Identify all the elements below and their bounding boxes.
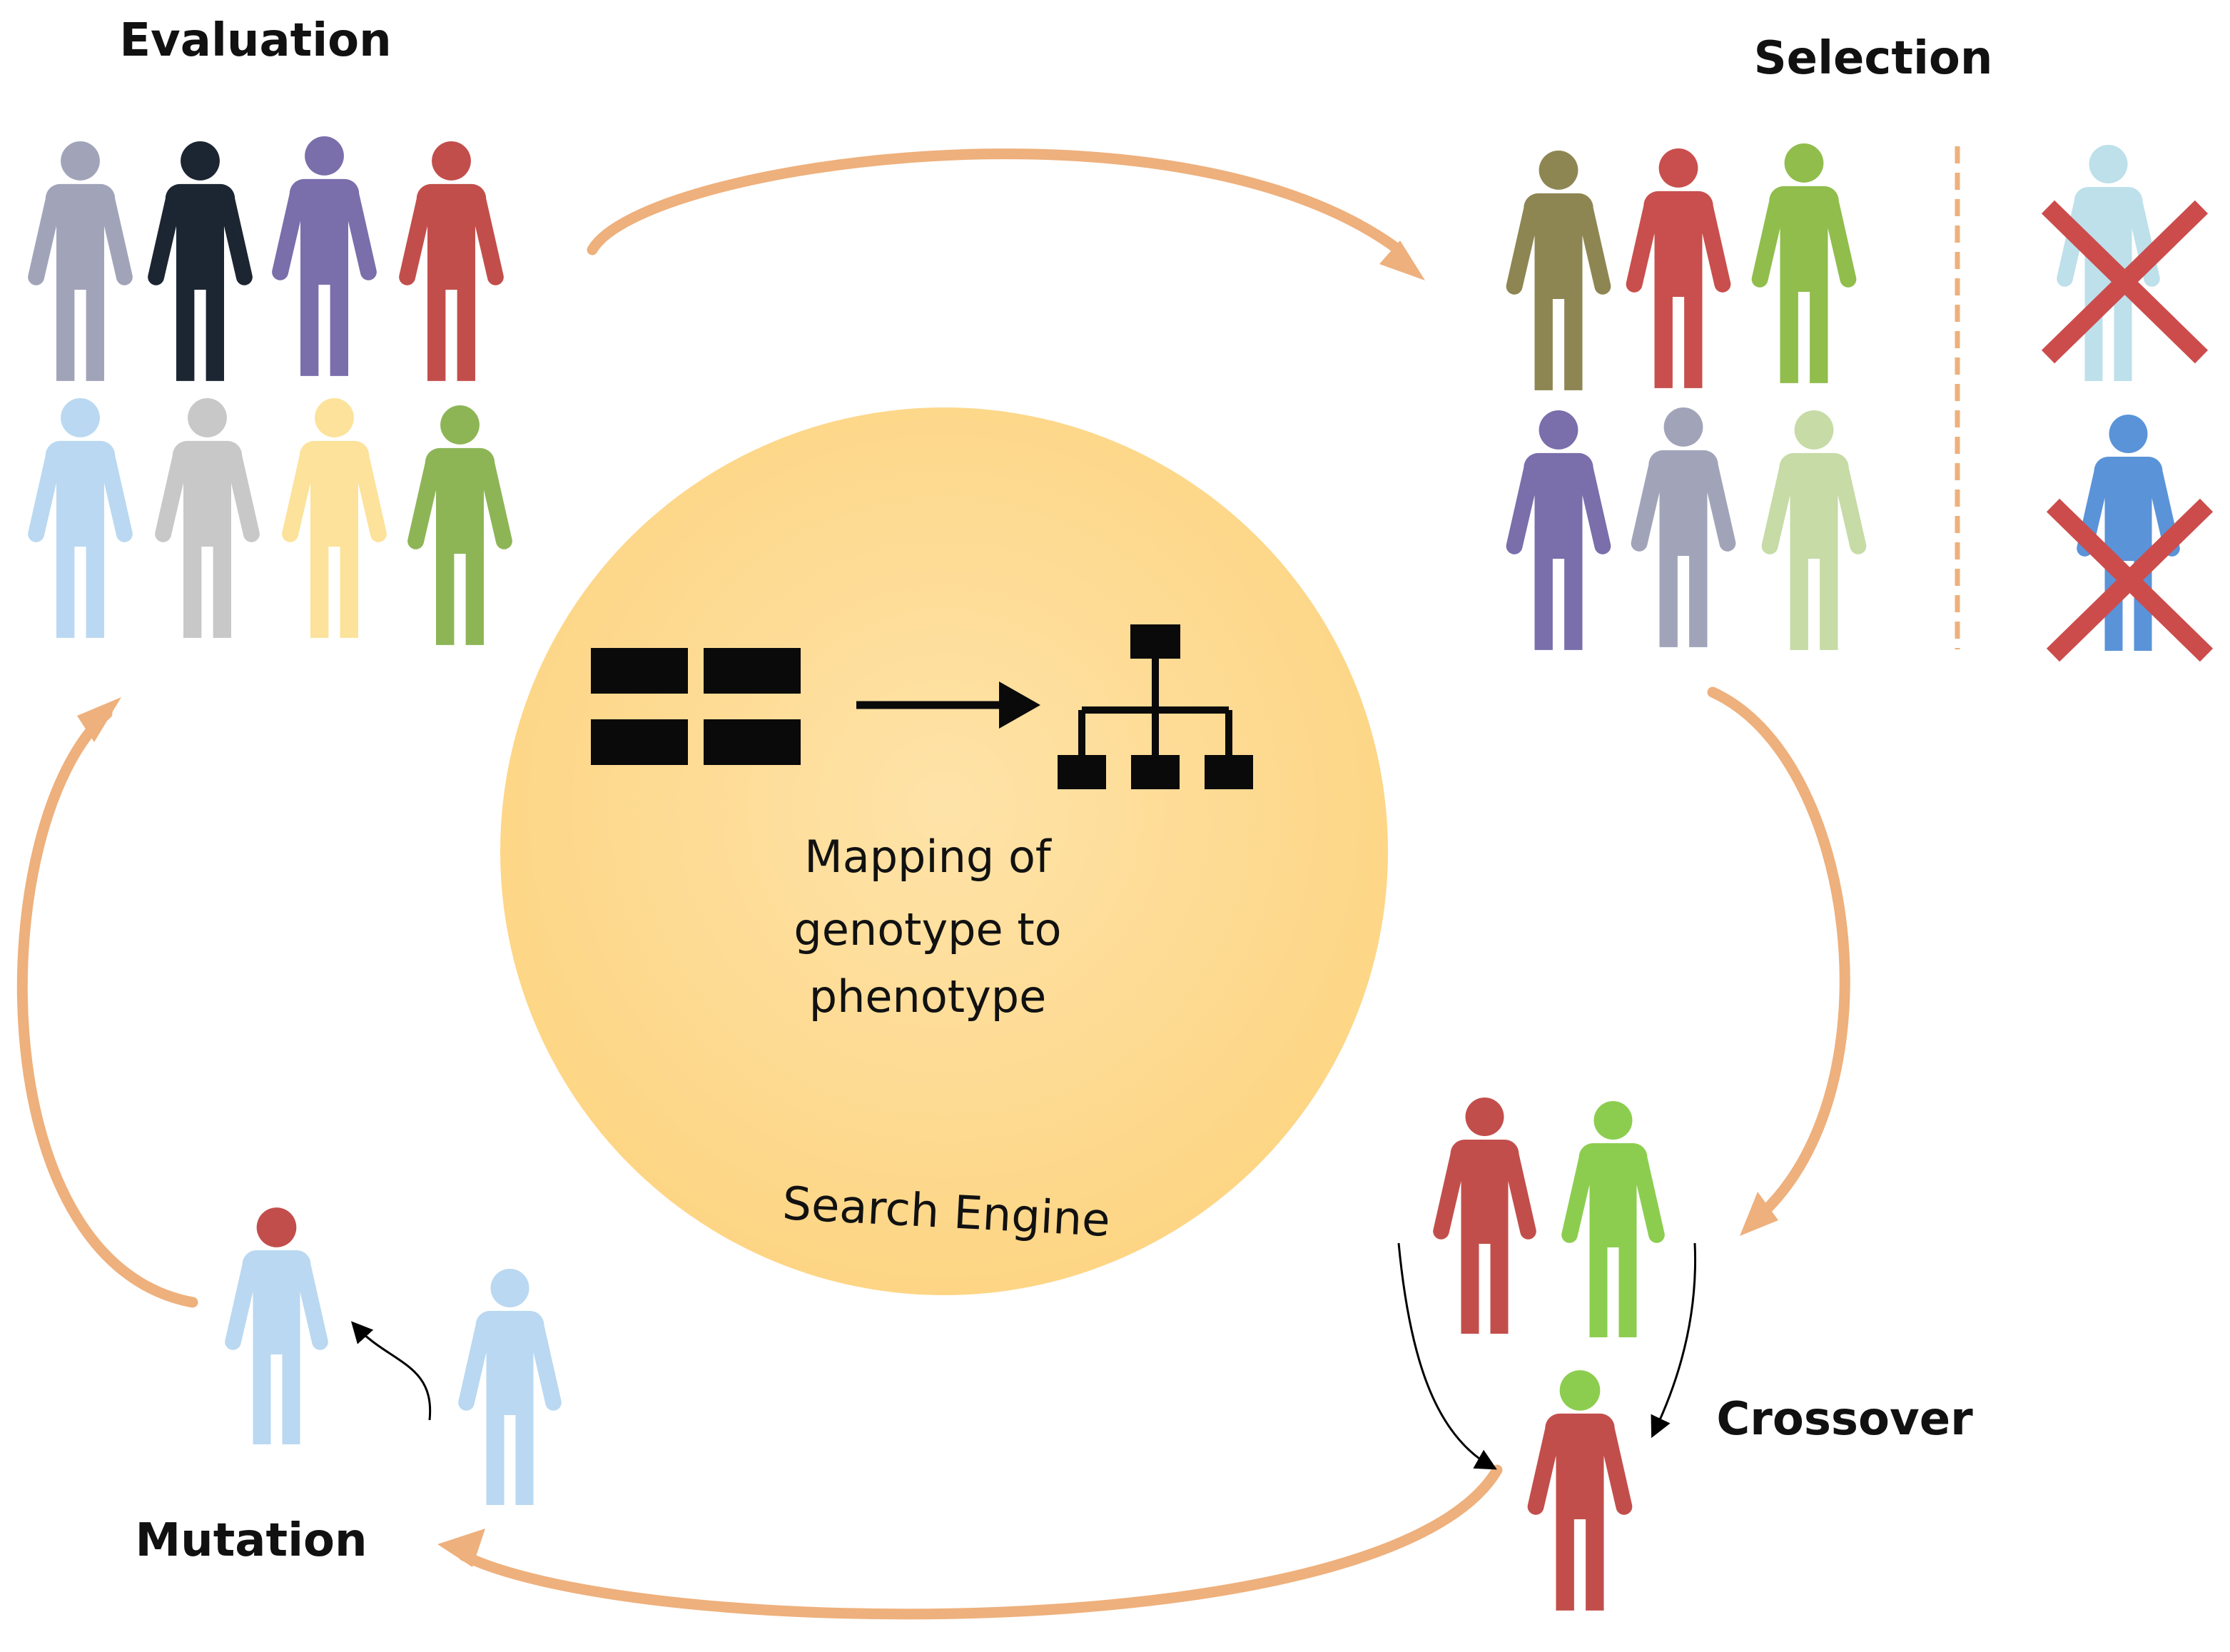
mutation-person — [458, 1269, 562, 1505]
selection-kept-population — [1506, 143, 1867, 650]
mutation-arrow — [350, 1321, 432, 1421]
cycle-arrows — [16, 148, 1850, 1620]
selection-label: Selection — [1754, 32, 1993, 85]
evaluation-person — [399, 141, 504, 381]
mapping-text-line-2: genotype to — [794, 903, 1061, 956]
selected-person — [1506, 410, 1611, 650]
phenotype-hierarchy-icon — [1058, 624, 1253, 789]
crossover-parent — [1433, 1098, 1536, 1334]
mutation-group — [225, 1207, 562, 1505]
evaluation-person — [28, 398, 133, 638]
mapping-text-line-3: phenotype — [809, 971, 1047, 1023]
selected-person — [1506, 151, 1611, 390]
genotype-blocks-icon — [591, 648, 801, 765]
evaluation-person — [148, 141, 253, 381]
mapping-text-line-1: Mapping of — [804, 831, 1053, 883]
evaluation-person — [28, 141, 133, 381]
mutation-label: Mutation — [135, 1514, 367, 1567]
evaluation-person — [282, 398, 387, 638]
crossover-group — [1433, 1098, 1665, 1611]
crossover-child-head — [1559, 1370, 1601, 1411]
crossover-arrow-left — [1397, 1242, 1497, 1470]
crossover-to-mutation-arrow — [458, 1464, 1503, 1620]
reject-cross-icon — [2041, 200, 2209, 364]
selected-person — [1631, 407, 1736, 647]
cycle-arrowheads — [77, 240, 1778, 1567]
selected-person — [1751, 143, 1857, 383]
evaluation-person — [272, 136, 377, 376]
crossover-parent — [1561, 1101, 1665, 1337]
mapping-arrow-icon — [856, 681, 1040, 729]
selection-to-crossover-arrow — [1707, 686, 1850, 1219]
mutation-to-evaluation-arrow — [16, 708, 198, 1308]
reject-cross-icon — [2046, 498, 2214, 662]
selected-person — [1761, 410, 1867, 650]
evaluation-label: Evaluation — [119, 14, 391, 67]
crossover-label: Crossover — [1716, 1393, 1973, 1446]
evaluation-population — [28, 136, 512, 645]
crossover-arrow-right — [1651, 1242, 1697, 1439]
mutation-person-head — [256, 1207, 297, 1247]
evaluation-person — [155, 398, 260, 638]
evaluation-to-selection-arrow — [587, 148, 1404, 255]
selected-person — [1626, 148, 1731, 388]
evaluation-person — [407, 405, 512, 645]
